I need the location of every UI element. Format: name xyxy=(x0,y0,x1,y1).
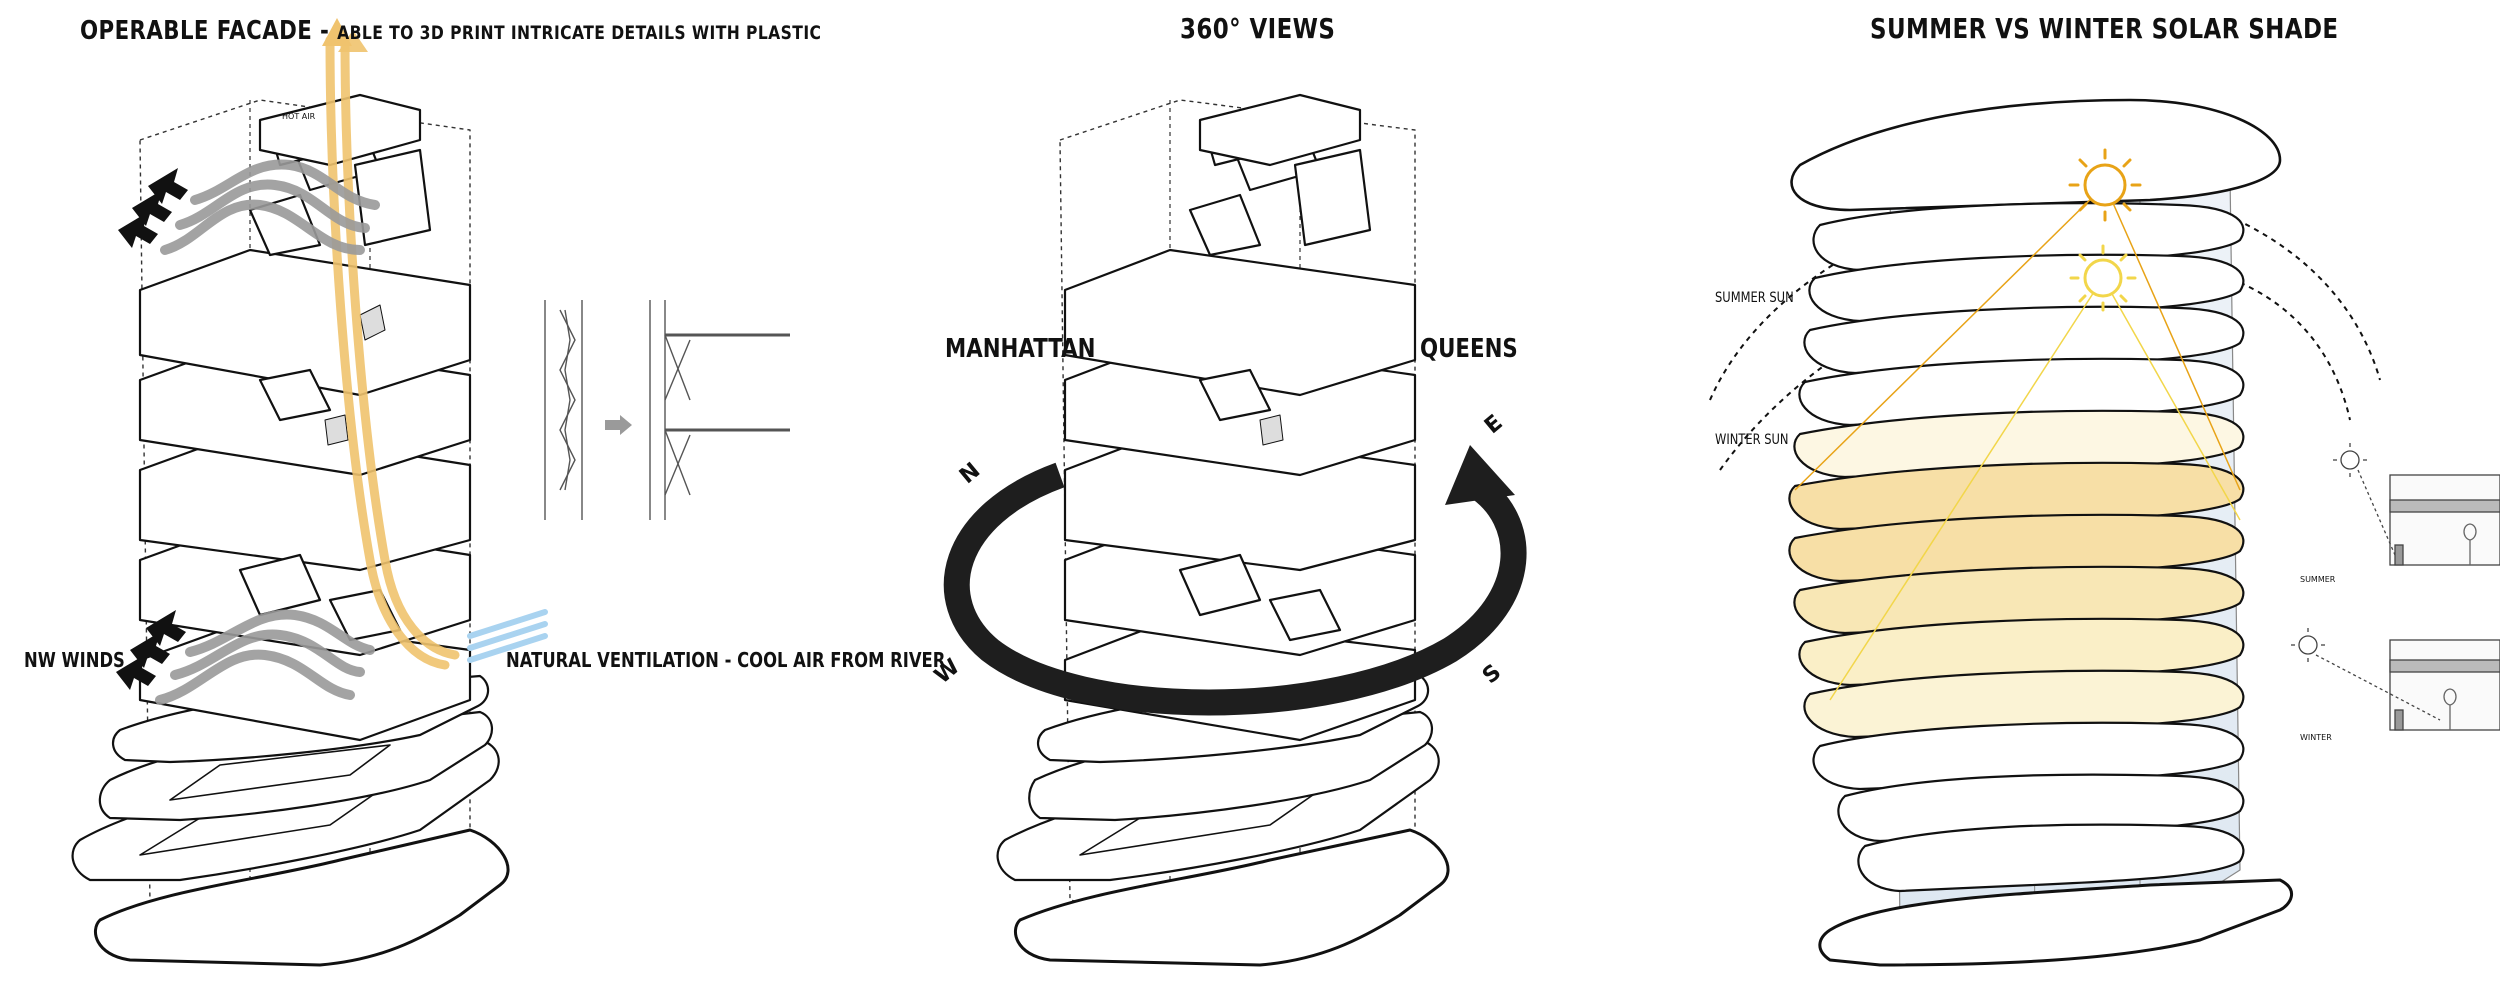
wind-arrows-bottom xyxy=(116,609,375,705)
nw-winds-label: NW WINDS xyxy=(24,648,125,672)
summer-sun-icon xyxy=(2068,148,2142,222)
solar-shade-title: SUMMER VS WINTER SOLAR SHADE xyxy=(1870,12,2339,45)
hot-air-label: HOT AIR xyxy=(282,112,316,121)
facade-title-sub: ABLE TO 3D PRINT INTRICATE DETAILS WITH … xyxy=(337,22,822,44)
winter-inset xyxy=(2291,628,2500,731)
inset-summer-label: SUMMER xyxy=(2300,575,2336,584)
tower-2 xyxy=(996,93,1450,967)
inset-winter-label: WINTER xyxy=(2300,733,2332,742)
tower-3 xyxy=(1788,98,2293,967)
rotation-arrow xyxy=(943,445,1527,716)
winter-sun-label: WINTER SUN xyxy=(1715,432,1789,448)
summer-inset xyxy=(2333,443,2500,566)
natural-ventilation-label: NATURAL VENTILATION - COOL AIR FROM RIVE… xyxy=(506,648,946,672)
facade-title-main: OPERABLE FACADE - xyxy=(80,16,330,46)
queens-label: QUEENS xyxy=(1420,334,1518,364)
wind-arrows-top xyxy=(118,159,380,255)
winter-sun-icon xyxy=(2069,244,2137,312)
views-title: 360° VIEWS xyxy=(1180,12,1336,45)
facade-title: OPERABLE FACADE - ABLE TO 3D PRINT INTRI… xyxy=(80,16,821,46)
manhattan-label: MANHATTAN xyxy=(945,334,1096,364)
sun-rays xyxy=(1794,184,2241,701)
summer-sun-label: SUMMER SUN xyxy=(1715,290,1794,306)
cool-air-arrows xyxy=(467,609,548,663)
hot-air-stream xyxy=(322,18,460,670)
facade-detail-sketch xyxy=(544,300,790,520)
